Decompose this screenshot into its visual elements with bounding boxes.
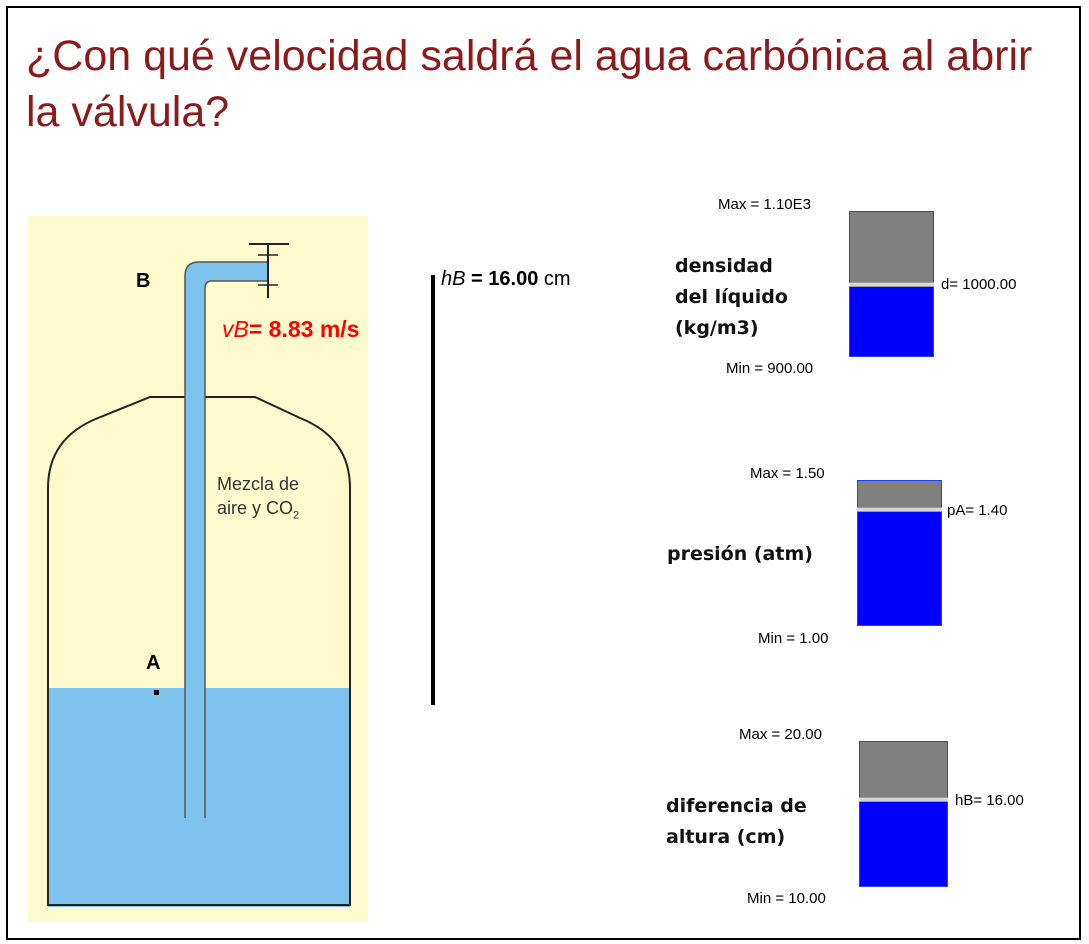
height-label-line2: altura (cm) bbox=[666, 826, 786, 848]
density-slider-handle[interactable] bbox=[849, 282, 934, 287]
point-b-label: B bbox=[136, 270, 151, 292]
height-slider-track[interactable] bbox=[859, 741, 948, 887]
pressure-slider-empty bbox=[858, 481, 941, 510]
valve-icon bbox=[249, 243, 289, 298]
velocity-value: = 8.83 m/s bbox=[248, 316, 360, 342]
height-value: = 16.00 bbox=[471, 268, 539, 290]
page-title: ¿Con qué velocidad saldrá el agua carbón… bbox=[26, 32, 1033, 136]
density-label: densidad del líquido (kg/m3) bbox=[675, 251, 788, 344]
density-value-label: d= 1000.00 bbox=[941, 276, 1017, 293]
pressure-slider-track[interactable] bbox=[857, 480, 942, 626]
point-a-label: A bbox=[146, 652, 161, 674]
density-min-label: Min = 900.00 bbox=[726, 360, 814, 377]
height-unit: cm bbox=[543, 268, 571, 290]
pressure-min-label: Min = 1.00 bbox=[758, 630, 829, 647]
pressure-label: presión (atm) bbox=[667, 539, 813, 570]
height-label: diferencia de altura (cm) bbox=[666, 791, 807, 853]
pressure-max-label: Max = 1.50 bbox=[750, 465, 825, 482]
height-value-label: hB= 16.00 bbox=[955, 792, 1024, 809]
velocity-variable: vB bbox=[222, 316, 249, 342]
pipe-outline bbox=[184, 261, 268, 818]
velocity-readout: vB= 8.83 m/s bbox=[222, 316, 359, 343]
pressure-slider-handle[interactable] bbox=[857, 507, 942, 512]
tank-outline bbox=[47, 396, 351, 906]
density-label-line3: (kg/m3) bbox=[675, 317, 759, 339]
gas-mixture-label: Mezcla de aire y CO2 bbox=[217, 472, 299, 528]
gas-label-line2: aire y CO2 bbox=[217, 498, 300, 522]
height-readout: hB = 16.00 cm bbox=[441, 268, 571, 291]
height-label-line1: diferencia de bbox=[666, 795, 807, 817]
density-max-label: Max = 1.10E3 bbox=[718, 196, 811, 213]
gas-label-line1: Mezcla de bbox=[217, 474, 300, 494]
height-slider-handle[interactable] bbox=[859, 797, 948, 802]
pressure-value-label: pA= 1.40 bbox=[947, 502, 1008, 519]
height-slider-empty bbox=[860, 742, 947, 800]
height-min-label: Min = 10.00 bbox=[747, 890, 826, 907]
height-variable: hB bbox=[441, 268, 466, 290]
pressure-label-line1: presión (atm) bbox=[667, 543, 813, 565]
point-a-marker bbox=[154, 690, 159, 695]
density-slider-empty bbox=[850, 212, 933, 285]
density-label-line2: del líquido bbox=[675, 286, 788, 308]
gas-subscript: 2 bbox=[293, 509, 300, 522]
height-max-label: Max = 20.00 bbox=[739, 726, 822, 743]
outlet-pipe bbox=[185, 262, 268, 818]
density-label-line1: densidad bbox=[675, 255, 773, 277]
